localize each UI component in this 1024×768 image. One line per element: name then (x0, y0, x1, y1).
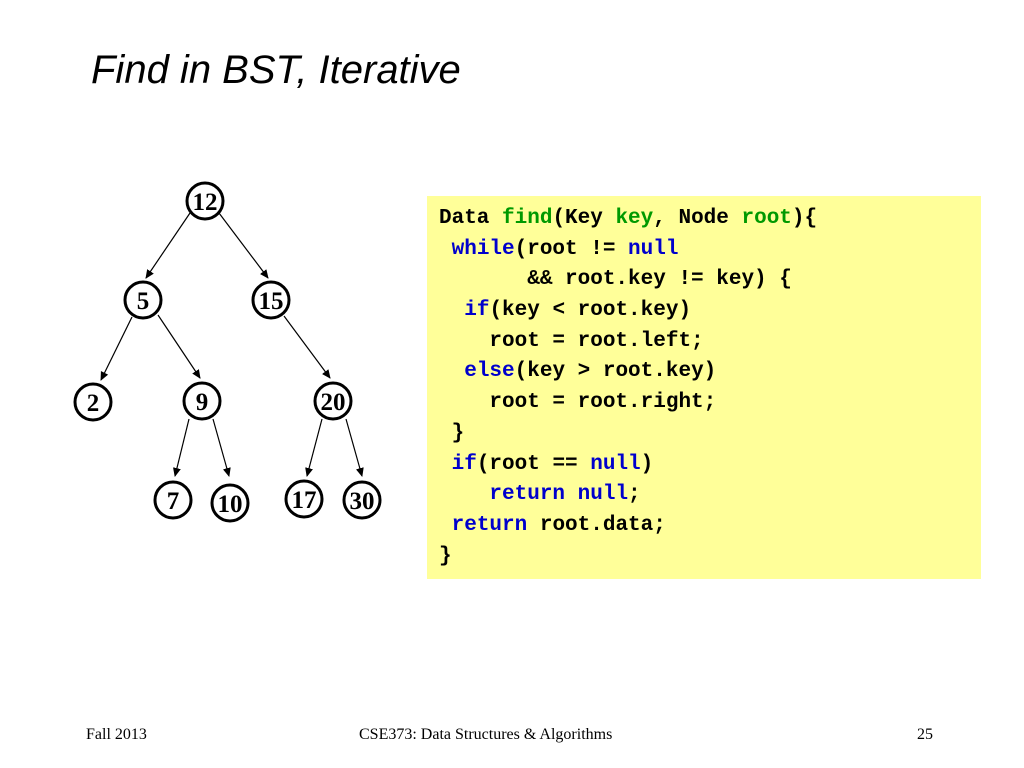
edge-9-10 (212, 418, 231, 477)
code-keyword: null (590, 452, 641, 476)
code-keyword: return null (489, 483, 629, 507)
code-text (439, 360, 464, 383)
slide-title: Find in BST, Iterative (91, 48, 461, 92)
bst-diagram: 12 5 15 2 9 20 7 10 (73, 181, 382, 523)
code-text: Data (439, 207, 503, 230)
code-text: } (439, 544, 452, 568)
code-text: ){ (791, 207, 818, 230)
tree-node-20: 20 (313, 381, 353, 421)
code-keyword: while (451, 237, 515, 261)
code-keyword: else (464, 360, 515, 384)
node-label: 5 (137, 288, 150, 315)
node-label: 15 (259, 288, 284, 315)
code-box: Data find(Key key, Node root){ while(roo… (427, 196, 981, 579)
code-text: (key > root.key) (514, 360, 717, 384)
edge-9-7 (173, 418, 190, 477)
code-line: } (439, 419, 817, 450)
node-label: 2 (87, 390, 100, 417)
code-line: return null; (439, 480, 817, 511)
code-text: (key < root.key) (489, 299, 692, 323)
code-line: if(root == null) (439, 450, 817, 481)
edge-5-2 (100, 316, 133, 381)
code-text (439, 299, 464, 322)
footer-center: CSE373: Data Structures & Algorithms (359, 726, 613, 743)
node-label: 12 (193, 189, 218, 216)
code-line: root = root.right; (439, 388, 817, 419)
tree-node-12: 12 (185, 181, 225, 221)
tree-node-9: 9 (182, 381, 222, 421)
code-identifier: root (741, 207, 792, 230)
code-text: ) (640, 452, 654, 476)
node-label: 30 (350, 488, 375, 515)
node-label: 20 (321, 389, 346, 416)
code-line: return root.data; (439, 511, 817, 542)
code-text: (Key (552, 207, 616, 230)
code-text: && root.key != key) { (439, 268, 792, 292)
code-text (439, 514, 452, 537)
code-line: && root.key != key) { (439, 265, 817, 296)
edge-12-15 (218, 212, 269, 279)
code-text: root = root.right; (439, 391, 717, 415)
code-line: while(root != null (439, 235, 817, 266)
code-text: , Node (653, 207, 742, 230)
tree-node-17: 17 (284, 479, 324, 519)
code-text (439, 453, 452, 476)
code-text: ; (628, 483, 641, 507)
code-text (439, 483, 489, 506)
footer-left: Fall 2013 (86, 726, 147, 743)
edge-15-20 (283, 315, 331, 379)
code-identifier: key (615, 207, 654, 230)
code-keyword: return (451, 513, 528, 537)
code-text: (root == (476, 452, 591, 476)
edge-20-30 (345, 418, 364, 477)
code-text: root = root.left; (439, 329, 704, 353)
node-label: 17 (292, 487, 317, 514)
code-listing: Data find(Key key, Node root){ while(roo… (439, 204, 817, 572)
tree-node-5: 5 (123, 280, 163, 320)
edge-5-9 (157, 314, 201, 379)
node-label: 10 (218, 491, 243, 518)
tree-node-30: 30 (342, 480, 382, 520)
code-text: (root != (514, 237, 629, 261)
code-text: } (439, 421, 465, 445)
code-text: root.data; (527, 513, 666, 537)
tree-node-10: 10 (210, 483, 250, 523)
code-keyword: null (628, 237, 679, 261)
tree-node-15: 15 (251, 280, 291, 320)
tree-node-2: 2 (73, 382, 113, 422)
tree-node-7: 7 (153, 480, 193, 520)
code-text (439, 238, 452, 261)
edge-12-5 (145, 212, 191, 279)
code-keyword: if (451, 452, 477, 476)
code-line: Data find(Key key, Node root){ (439, 204, 817, 235)
code-line: if(key < root.key) (439, 296, 817, 327)
footer-page-number: 25 (917, 726, 933, 743)
code-line: else(key > root.key) (439, 357, 817, 388)
code-keyword: if (464, 299, 490, 323)
node-label: 7 (167, 488, 180, 515)
code-line: root = root.left; (439, 327, 817, 358)
code-line: } (439, 542, 817, 573)
node-label: 9 (196, 389, 209, 416)
edge-20-17 (305, 418, 323, 477)
code-identifier: find (502, 207, 553, 230)
